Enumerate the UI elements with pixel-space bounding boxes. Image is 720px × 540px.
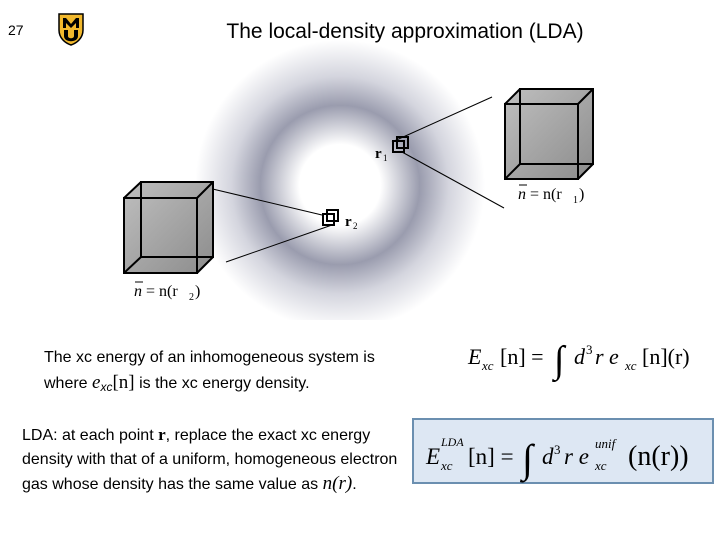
svg-text:xc: xc	[624, 358, 637, 373]
svg-text:): )	[579, 186, 584, 203]
density-equation-right: n = n(r 1 )	[518, 184, 584, 206]
position-vector-r: r	[158, 425, 166, 444]
svg-text:1: 1	[573, 195, 578, 206]
svg-text:r e: r e	[564, 444, 589, 469]
slide-number: 27	[8, 22, 24, 38]
svg-text:∫: ∫	[519, 436, 536, 483]
energy-density-symbol: e	[92, 372, 101, 393]
svg-text:2: 2	[189, 292, 194, 303]
svg-text:E: E	[425, 444, 440, 469]
university-logo	[58, 13, 84, 46]
small-cube-r1	[392, 136, 409, 153]
line2-prefix: where	[44, 375, 93, 392]
svg-text:(n(r)): (n(r))	[628, 441, 689, 472]
svg-text:r e: r e	[595, 344, 619, 369]
lda-formula: E LDA xc [n] = ∫ d 3 r e unif xc (n(r))	[425, 435, 689, 483]
lda-illustration: r 1 r 2 n = n(r 1 ) n = n(r 2 )	[123, 40, 594, 320]
svg-text:3: 3	[586, 342, 593, 357]
svg-text:[n] =: [n] =	[468, 444, 514, 469]
xc-energy-text: The xc energy of an inhomogeneous system…	[44, 345, 375, 400]
lda-text-part-1: LDA: at each point	[22, 427, 159, 444]
svg-text:xc: xc	[594, 458, 607, 473]
small-cube-r2	[322, 209, 339, 226]
svg-text:d: d	[574, 344, 586, 369]
svg-text:d: d	[542, 444, 554, 469]
xc-energy-formula: E xc [n] = ∫ d 3 r e xc [n](r)	[467, 339, 690, 382]
xc-energy-line-1: The xc energy of an inhomogeneous system…	[44, 349, 375, 366]
connector-lines	[199, 96, 505, 263]
svg-text:xc: xc	[440, 458, 453, 473]
svg-text:[n] =: [n] =	[500, 344, 544, 369]
energy-density-subscript: xc	[100, 380, 113, 394]
slide-title: The local-density approximation (LDA)	[226, 20, 584, 43]
svg-text:LDA: LDA	[440, 435, 464, 449]
large-cube-right	[504, 88, 594, 180]
svg-text:n: n	[518, 186, 526, 203]
lda-text-part-3: .	[352, 476, 357, 493]
lda-description: LDA: at each point r, replace the exact …	[22, 423, 412, 497]
label-r2-subscript: 2	[353, 221, 358, 231]
svg-text:xc: xc	[481, 358, 494, 373]
energy-density-argument: [n]	[112, 372, 135, 393]
svg-text:3: 3	[554, 442, 561, 457]
label-r2: r	[345, 214, 352, 230]
svg-text:= n(r: = n(r	[146, 283, 178, 300]
svg-text:unif: unif	[595, 436, 618, 451]
svg-text:= n(r: = n(r	[530, 186, 562, 203]
xc-energy-line-2: where exc[n] is the xc energy density.	[44, 370, 375, 400]
svg-text:): )	[195, 283, 200, 300]
label-r1: r	[375, 146, 382, 162]
density-function: n(r)	[322, 473, 353, 494]
density-ring	[195, 40, 485, 320]
lda-text-part-2: , replace the exact xc energy density wi…	[22, 427, 398, 493]
large-cube-left	[123, 181, 214, 274]
label-r1-subscript: 1	[383, 153, 388, 163]
svg-text:[n](r): [n](r)	[642, 344, 690, 369]
svg-text:E: E	[467, 344, 482, 369]
lda-formula-box	[412, 418, 714, 484]
svg-text:n: n	[134, 283, 142, 300]
density-equation-left: n = n(r 2 )	[134, 281, 200, 303]
line2-suffix: is the xc energy density.	[134, 375, 310, 392]
svg-text:∫: ∫	[552, 339, 567, 382]
